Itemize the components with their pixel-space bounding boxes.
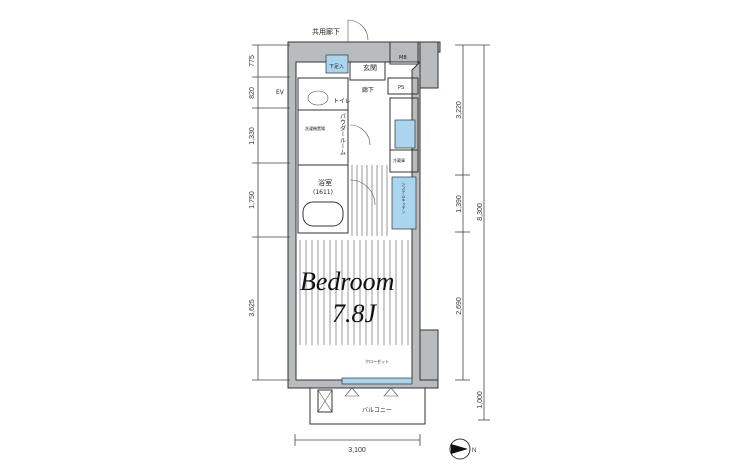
label-entrance: 玄関 bbox=[363, 63, 377, 72]
interior-partitions bbox=[297, 19, 426, 425]
dim-balcony: 1,000 bbox=[477, 391, 484, 409]
dimension-labels: 775 820 1,330 1,750 3,625 3,220 1,390 2,… bbox=[249, 55, 484, 454]
dim-total: 8,300 bbox=[477, 203, 484, 221]
label-toilet: トイレ bbox=[333, 98, 351, 105]
label-washer: 洗濯機置場 bbox=[305, 125, 325, 131]
label-corridor: 共用廊下 bbox=[312, 27, 340, 36]
compass-icon: N bbox=[449, 438, 476, 460]
label-ev: EV bbox=[276, 89, 285, 96]
label-bedroom: Bedroom bbox=[300, 267, 394, 296]
bedroom-floor bbox=[299, 165, 409, 345]
label-bath-size: (1611) bbox=[313, 189, 333, 196]
label-shoe-storage: 下足入 bbox=[329, 64, 344, 70]
dim-left-5: 3,625 bbox=[249, 299, 256, 317]
dim-right-2: 1,390 bbox=[456, 195, 463, 213]
label-kitchen: システムキッチン bbox=[402, 182, 407, 214]
dim-left-2: 820 bbox=[249, 87, 256, 99]
label-bath: 浴室 bbox=[318, 178, 332, 187]
label-fridge: 冷蔵庫 bbox=[393, 157, 405, 163]
dim-right-3: 2,690 bbox=[456, 297, 463, 315]
dim-bottom: 3,100 bbox=[348, 447, 366, 454]
dim-left-3: 1,330 bbox=[249, 127, 256, 145]
svg-text:N: N bbox=[472, 448, 476, 454]
label-mb: MB bbox=[399, 55, 407, 61]
dim-right-1: 3,220 bbox=[456, 101, 463, 119]
label-balcony: バルコニー bbox=[362, 407, 392, 414]
dim-left-4: 1,750 bbox=[249, 191, 256, 209]
dim-left-1: 775 bbox=[249, 55, 256, 67]
room-labels: 共用廊下 下足入 玄関 MB PS EV トイレ 廊下 パウダールーム 浴室 (… bbox=[276, 27, 407, 414]
exterior-walls bbox=[287, 41, 441, 389]
label-bedroom-size: 7.8J bbox=[332, 299, 378, 328]
label-closet: クローゼット bbox=[365, 358, 389, 364]
label-powder-room: パウダールーム bbox=[339, 113, 346, 155]
dimension-lines bbox=[252, 44, 490, 446]
label-ps: PS bbox=[398, 85, 404, 91]
label-hallway: 廊下 bbox=[362, 86, 374, 94]
